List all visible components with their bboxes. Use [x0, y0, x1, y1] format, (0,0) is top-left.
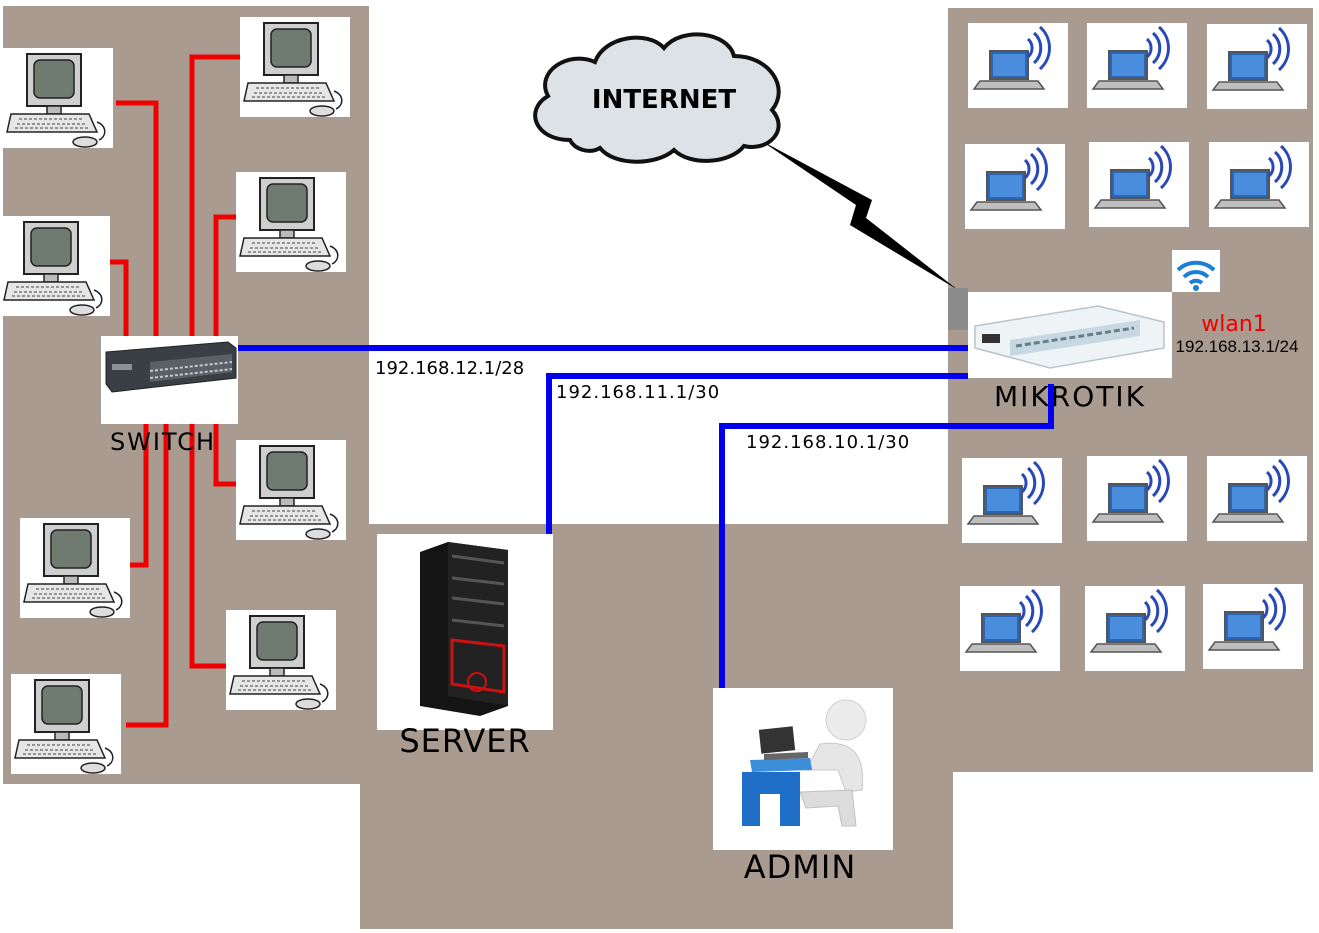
internet-link [760, 140, 958, 290]
router-device: MIKROTIK [948, 288, 1172, 413]
server-device: SERVER [377, 534, 553, 760]
link-label-server: 192.168.11.1/30 [556, 382, 720, 403]
laptop-icon [1205, 22, 1309, 111]
switch-device: SWITCH [101, 336, 238, 456]
laptop-icon [1201, 582, 1305, 671]
pc-icon [225, 609, 337, 711]
wlan-label: wlan1 [1201, 312, 1267, 337]
laptop-icon [960, 456, 1064, 545]
internet-label: INTERNET [592, 85, 736, 115]
laptop-icon [1205, 454, 1309, 543]
pc-icon [19, 517, 131, 619]
pc-icon [0, 215, 111, 317]
laptop-icon [966, 21, 1070, 110]
internet-cloud: INTERNET [533, 32, 781, 164]
wlan-ip-label: 192.168.13.1/24 [1176, 337, 1299, 356]
admin-device: ADMIN [713, 688, 893, 886]
pc-icon [10, 673, 122, 775]
router-label: MIKROTIK [994, 380, 1146, 413]
pc-icon [235, 171, 347, 273]
backbone-links [238, 345, 1054, 690]
pc-icon [239, 16, 351, 118]
laptop-icon [963, 142, 1067, 231]
laptop-icon [958, 584, 1062, 673]
link-label-admin: 192.168.10.1/30 [746, 432, 910, 453]
link-admin-router [719, 384, 1054, 690]
laptop-icon [1087, 140, 1191, 229]
pc-icon [235, 439, 347, 541]
laptop-icon [1083, 584, 1187, 673]
laptop-icon [1085, 21, 1189, 110]
link-label-switch: 192.168.12.1/28 [375, 358, 524, 379]
server-label: SERVER [399, 722, 530, 760]
laptop-icon [1085, 454, 1189, 543]
admin-label: ADMIN [744, 848, 857, 886]
lan-wiring [106, 54, 241, 728]
switch-label: SWITCH [110, 428, 216, 456]
laptop-icon [1207, 140, 1311, 229]
pc-icon [2, 47, 114, 149]
wifi-icon [1172, 250, 1220, 292]
link-server-router [546, 373, 968, 546]
